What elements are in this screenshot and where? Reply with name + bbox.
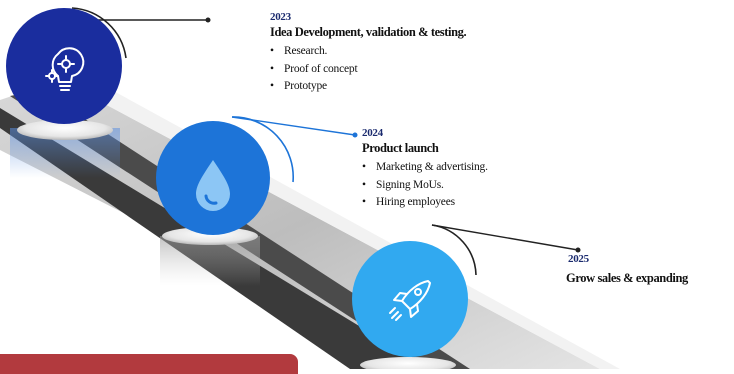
list-item: •Prototype — [270, 80, 327, 92]
water-drop-icon — [196, 160, 230, 211]
pad-2023 — [17, 120, 113, 140]
connector-2023-dot — [205, 17, 211, 23]
connector-2024-line — [231, 116, 356, 136]
milestone-2023: 2023 Idea Development, validation & test… — [270, 11, 467, 96]
connector-2025-dot — [575, 247, 581, 253]
list-item: •Marketing & advertising. — [362, 161, 488, 173]
milestone-title: Product launch — [362, 141, 439, 155]
connector-2024 — [231, 116, 294, 183]
milestone-2025: 2025 Grow sales & expanding — [566, 253, 688, 286]
milestone-items: •Marketing & advertising. •Signing MoUs.… — [362, 159, 488, 212]
rocket-icon — [389, 280, 431, 321]
lightbulb-gear-icon — [45, 47, 85, 91]
list-item: •Research. — [270, 45, 328, 57]
connector-2024-dot — [352, 132, 358, 138]
pad-2024 — [162, 227, 258, 245]
milestone-year: 2024 — [362, 127, 383, 139]
connector-2023 — [71, 7, 127, 59]
connector-2025-line — [431, 224, 579, 251]
pad-2025 — [360, 357, 456, 369]
list-item: •Hiring employees — [362, 196, 455, 208]
list-item: •Proof of concept — [270, 62, 358, 75]
milestone-year: 2025 — [568, 253, 589, 265]
milestone-circle-2023 — [6, 8, 122, 124]
milestone-circle-2025 — [352, 241, 468, 357]
milestone-title: Idea Development, validation & testing. — [270, 25, 467, 39]
milestone-year: 2023 — [270, 11, 291, 23]
footer-bar — [0, 354, 298, 374]
list-item: •Signing MoUs. — [362, 178, 444, 191]
milestone-items: •Research. •Proof of concept •Prototype — [270, 43, 466, 96]
milestone-2024: 2024 Product launch •Marketing & adverti… — [362, 127, 488, 212]
milestone-title: Grow sales & expanding — [566, 271, 688, 285]
